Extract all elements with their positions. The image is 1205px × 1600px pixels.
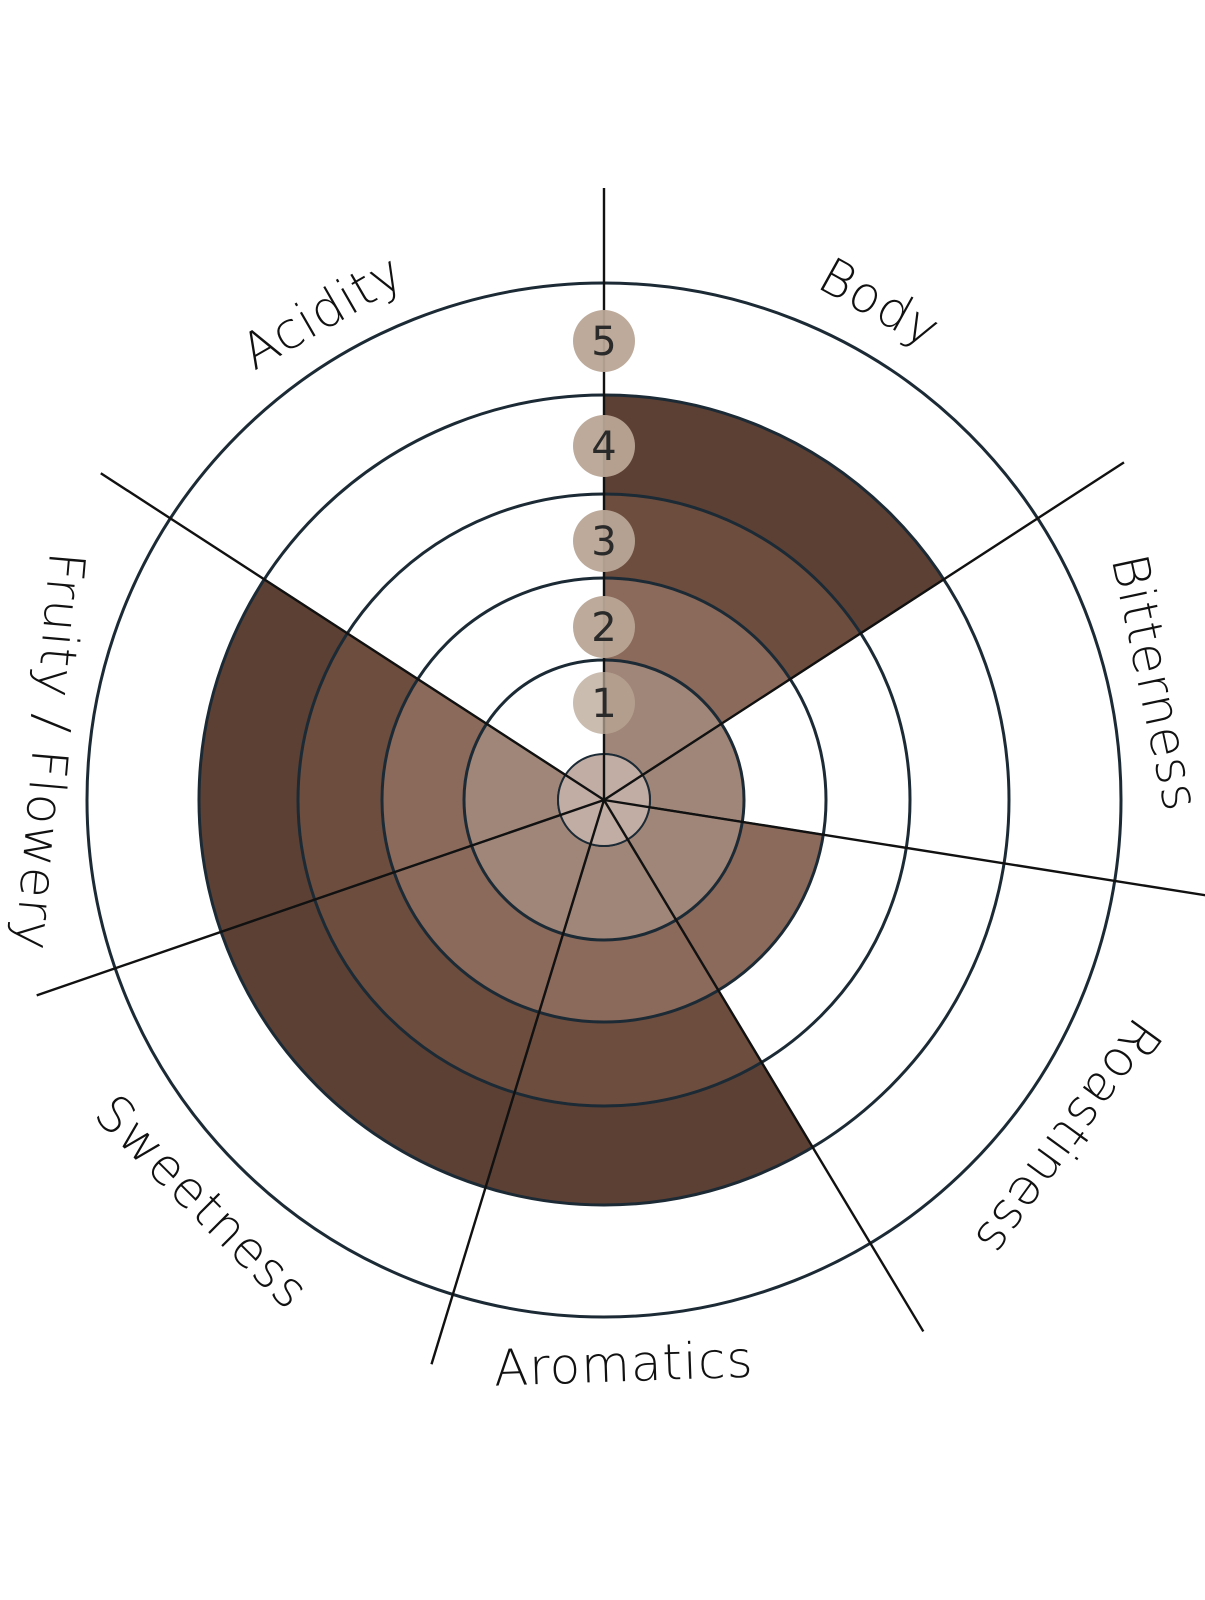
ring-number-1: 1	[591, 681, 616, 727]
ring-number-badges: 1 2 3 4 5	[573, 310, 635, 734]
category-label-bitterness: Bitterness	[1100, 549, 1205, 816]
ring-number-5: 5	[591, 319, 616, 365]
category-divider-lines	[36, 188, 1205, 1365]
divider-line-7	[100, 472, 605, 802]
flavor-wedges	[197, 393, 946, 1206]
ring-badge-3	[573, 510, 635, 572]
category-label-acidity: Acidity	[231, 243, 413, 381]
category-label-body: Body	[809, 246, 950, 359]
divider-line-4	[602, 799, 925, 1333]
ring-badge-2	[573, 596, 635, 658]
divider-line-2	[603, 461, 1125, 802]
ring-badge-5	[573, 310, 635, 372]
divider-line-6	[36, 798, 605, 997]
divider-line-5	[430, 799, 606, 1365]
ring-badge-1	[573, 672, 635, 734]
ring-number-4: 4	[591, 424, 616, 470]
ring-number-3: 3	[591, 519, 616, 565]
divider-line-3	[603, 798, 1205, 897]
category-label-aromatics: Aromatics	[493, 1331, 755, 1398]
ring-badge-4	[573, 415, 635, 477]
category-label-sweetness: Sweetness	[83, 1083, 320, 1320]
category-label-fruity-flowery: Fruity / Flowery	[3, 550, 96, 954]
ring-number-2: 2	[591, 605, 616, 651]
